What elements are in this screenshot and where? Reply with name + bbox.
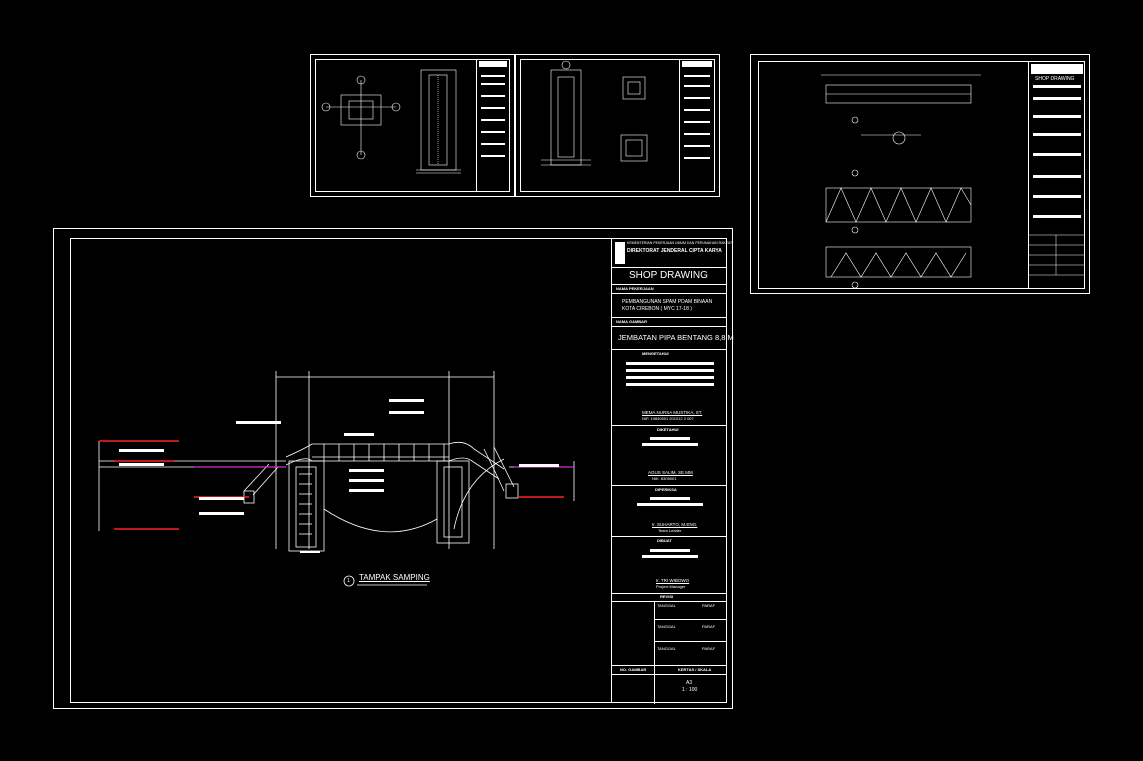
- sheet-b-logo: [1031, 64, 1083, 74]
- made-name: Ir. TRI WIBOWO: [656, 578, 690, 583]
- doc-type: SHOP DRAWING: [629, 270, 708, 281]
- reviewed-role: Team Leader: [658, 528, 682, 533]
- approved-name: MEMA NURSA MUSTIKA, ST.: [642, 410, 703, 415]
- revision-label: REVISI: [660, 594, 674, 599]
- made-label: DIBUAT: [657, 538, 672, 543]
- project-line1: PEMBANGUNAN SPAM PDAM BINAAN: [622, 299, 713, 305]
- revision-date-2: TANGGAL: [657, 624, 676, 629]
- view-title: TAMPAK SAMPING: [359, 573, 430, 582]
- approved-nip: NIP. 19830501 201012 2 007: [642, 416, 694, 421]
- sheet-a2-drawing: [541, 60, 712, 166]
- sheet-b-title-block: SHOP DRAWING: [1028, 61, 1085, 289]
- sheet-no-label: NO. GAMBAR: [620, 667, 647, 672]
- main-drawing: [98, 371, 575, 587]
- sheet-b-doc-type: SHOP DRAWING: [1035, 76, 1075, 82]
- approved-label: MENGETAHUI: [642, 351, 669, 356]
- sheet-a1-drawing: [321, 61, 507, 174]
- agency-header: KEMENTERIAN PEKERJAAN UMUM DAN PERUMAHAN…: [627, 241, 733, 245]
- scale-label: KERTAS / SKALA: [678, 667, 712, 672]
- checked-nik: NIK. 8305001: [652, 476, 677, 481]
- made-role: Project Manager: [656, 584, 686, 589]
- reviewed-name: Ir. SUHARTO, M.ENG.: [652, 522, 698, 527]
- checked-label: DIKETAHUI: [657, 427, 679, 432]
- sheet-a1-title-block: [476, 59, 510, 192]
- revision-sign-2: PARAF: [702, 624, 716, 629]
- main-sheet[interactable]: 1 TAMPAK SAMPING KEMENTERIAN PEKERJAAN U…: [53, 228, 734, 709]
- ministry-logo-icon: [615, 242, 625, 264]
- scale-value: 1 : 100: [682, 687, 698, 693]
- sheet-b[interactable]: SHOP DRAWING: [750, 54, 1090, 294]
- project-label: NAMA PEKERJAAN: [616, 286, 654, 291]
- project-line2: KOTA CIREBON ( MYC 17-18 ): [622, 306, 692, 312]
- sheet-a2[interactable]: [515, 54, 720, 197]
- sheet-a2-title-block: [679, 59, 715, 192]
- sheet-a1[interactable]: [310, 54, 515, 197]
- main-title-block: KEMENTERIAN PEKERJAAN UMUM DAN PERUMAHAN…: [611, 238, 734, 704]
- drawing-title: JEMBATAN PIPA BENTANG 8,8 M: [618, 333, 734, 342]
- paper-size: A3: [686, 680, 693, 686]
- drawing-label: NAMA GAMBAR: [616, 319, 647, 324]
- agency-name: DIREKTORAT JENDERAL CIPTA KARYA: [627, 248, 722, 254]
- checked-name: AGUS SALIM, SE.MM: [648, 470, 693, 475]
- view-number: 1: [347, 578, 350, 584]
- revision-date-1: TANGGAL: [657, 603, 676, 608]
- reviewed-label: DIPERIKSA: [655, 487, 677, 492]
- revision-sign-1: PARAF: [702, 603, 716, 608]
- revision-sign-3: PARAF: [702, 646, 716, 651]
- sheet-b-drawing: [821, 74, 1085, 289]
- revision-date-3: TANGGAL: [657, 646, 676, 651]
